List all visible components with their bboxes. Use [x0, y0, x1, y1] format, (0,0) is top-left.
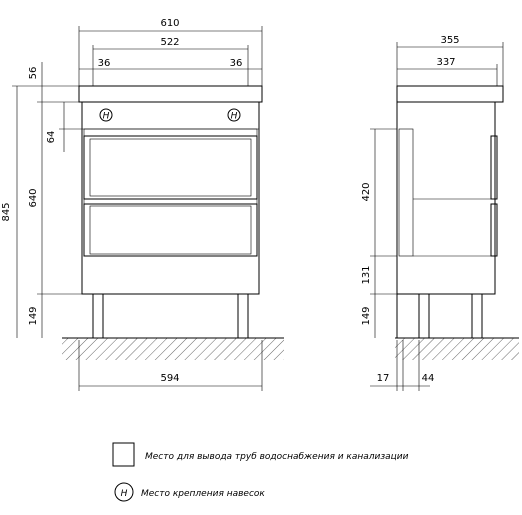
front-mount-left: H [99, 108, 113, 122]
front-dim-base-width: 594 [78, 340, 263, 391]
svg-text:36: 36 [230, 58, 243, 69]
svg-text:131: 131 [361, 265, 372, 284]
front-dim-offsets: 36 36 [79, 58, 262, 70]
svg-text:H: H [231, 112, 238, 122]
svg-text:44: 44 [422, 373, 435, 384]
front-dim-cabinet-height: 640 [28, 102, 93, 295]
front-dim-total-height: 845 [1, 85, 79, 338]
side-lower-drawer-front [490, 203, 498, 257]
side-cabinet-body [396, 101, 496, 295]
side-leg-back [418, 293, 430, 339]
side-dim-wall-gap: 17 [370, 340, 430, 391]
side-countertop [396, 85, 504, 103]
side-floor-hatch [395, 338, 519, 360]
front-leg-right [237, 293, 249, 339]
svg-text:522: 522 [160, 37, 179, 48]
side-dim-drawer-height: 420 [361, 128, 397, 257]
side-leg-front [471, 293, 483, 339]
svg-text:H: H [103, 112, 110, 122]
side-view: 355 337 420 131 149 17 [361, 35, 519, 391]
legend-mount-symbol [114, 482, 134, 502]
front-lower-drawer [83, 203, 258, 257]
front-cabinet-body [81, 101, 260, 295]
side-dim-leg-height: 149 [361, 294, 376, 338]
front-top-rail [83, 128, 258, 137]
svg-text:420: 420 [361, 182, 372, 201]
side-upper-drawer-front [490, 135, 498, 200]
front-leg-left [92, 293, 104, 339]
svg-text:640: 640 [28, 188, 39, 207]
svg-text:845: 845 [1, 202, 12, 221]
front-upper-drawer [83, 135, 258, 200]
legend-mount-label: Место крепления навесок [141, 489, 265, 499]
front-dim-top-height: 56 [28, 62, 82, 103]
svg-text:610: 610 [160, 18, 179, 29]
legend: Место для вывода труб водоснабжения и ка… [112, 442, 409, 502]
front-upper-hatch-zone [89, 138, 252, 197]
svg-text:149: 149 [28, 306, 39, 325]
front-mount-right: H [227, 108, 241, 122]
svg-text:17: 17 [377, 373, 390, 384]
svg-text:355: 355 [440, 35, 459, 46]
svg-text:H: H [121, 489, 128, 499]
front-lower-hatch-zone [89, 205, 252, 255]
front-view: H H 610 522 36 36 [1, 18, 284, 391]
svg-text:64: 64 [46, 131, 57, 144]
legend-hatch-label: Место для вывода труб водоснабжения и ка… [145, 452, 409, 462]
svg-text:36: 36 [98, 58, 111, 69]
front-floor-hatch [62, 338, 284, 360]
front-dim-pipe-zone: 64 [46, 102, 82, 152]
front-middle-rail [83, 198, 258, 205]
side-dim-overall-depth: 355 [396, 35, 504, 86]
svg-text:594: 594 [160, 373, 179, 384]
front-dim-leg-height: 149 [28, 294, 43, 338]
side-pipe-hatch-zone [398, 128, 414, 257]
front-dim-overall-width: 610 [78, 18, 263, 86]
front-countertop [78, 85, 263, 103]
svg-text:337: 337 [436, 57, 455, 68]
svg-text:56: 56 [28, 67, 39, 80]
svg-text:149: 149 [361, 306, 372, 325]
side-dim-inner-depth: 337 [397, 57, 498, 86]
side-dim-lower-height: 131 [361, 256, 419, 295]
front-dim-inner-width: 522 [92, 37, 249, 86]
legend-hatch-swatch [112, 442, 135, 467]
side-dim-leg-offset: 44 [418, 340, 435, 391]
